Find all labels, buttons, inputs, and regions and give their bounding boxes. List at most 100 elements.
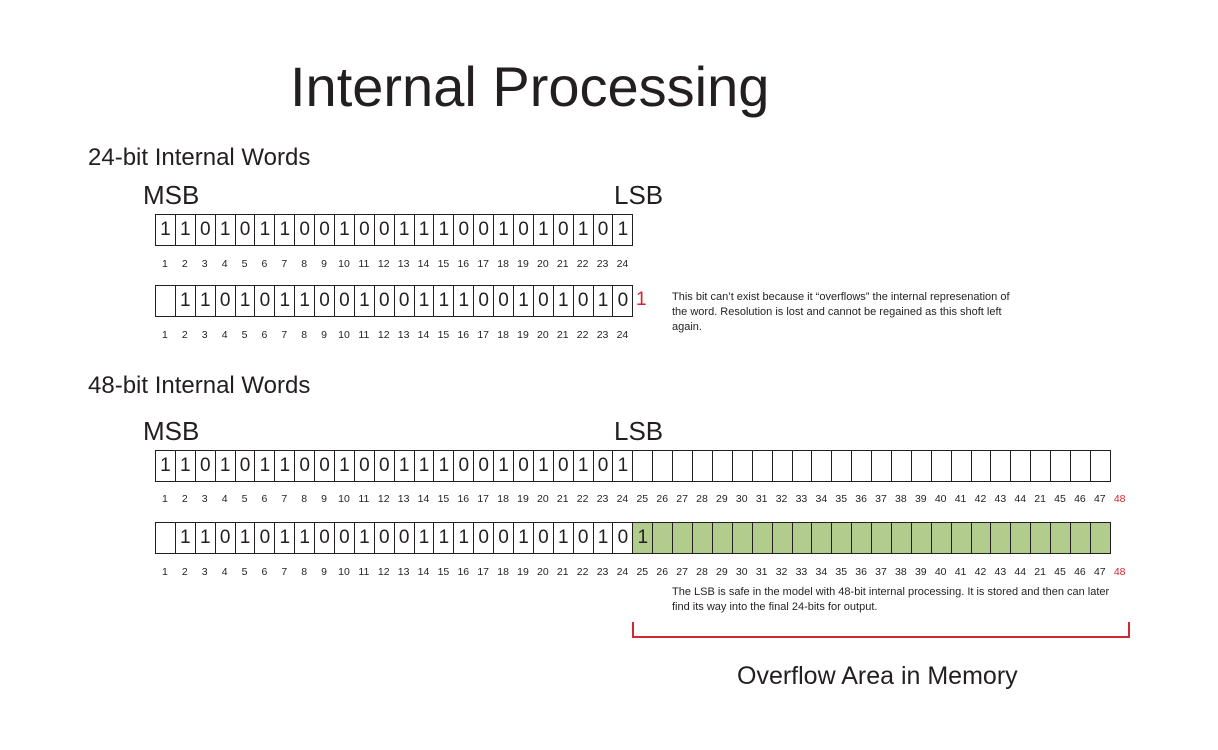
bit-cell: 0 — [314, 450, 336, 482]
bit-index-label: 4 — [221, 566, 228, 578]
bit-index-label: 3 — [201, 566, 208, 578]
bit-cell: 0 — [393, 285, 415, 317]
bit-cell — [990, 450, 1012, 482]
bit-cell: 1 — [612, 214, 634, 246]
bit-index-label: 30 — [735, 493, 748, 505]
bit-cell: 1 — [234, 522, 256, 554]
msb-label-24bit: MSB — [143, 180, 200, 210]
bit-index-label: 31 — [755, 493, 768, 505]
bit-index-label: 7 — [281, 493, 288, 505]
bit-index-label: 30 — [735, 566, 748, 578]
bit-index-label: 42 — [974, 566, 987, 578]
page-title: Internal Processing — [290, 55, 770, 118]
bit-index-label: 43 — [994, 566, 1007, 578]
bit-cell: 0 — [473, 285, 495, 317]
bit-cell — [672, 522, 694, 554]
bit-index-label: 20 — [537, 329, 549, 341]
msb-label-48bit: MSB — [143, 416, 200, 446]
bit-index-label: 46 — [1074, 566, 1086, 578]
bit-cell: 1 — [493, 214, 515, 246]
bit-cell: 1 — [294, 285, 316, 317]
bit-cell: 1 — [532, 214, 554, 246]
bit-cell — [751, 522, 773, 554]
bit-cell — [711, 450, 733, 482]
bit-index-label: 10 — [338, 493, 350, 505]
bit-index-label: 10 — [338, 258, 350, 270]
bit-index-label: 34 — [815, 566, 828, 578]
bit-cell: 0 — [373, 285, 395, 317]
bit-cell — [970, 450, 992, 482]
bit-cell: 1 — [433, 285, 455, 317]
bit-cell: 1 — [214, 450, 236, 482]
bit-index-label: 9 — [321, 566, 327, 578]
bit-index-label: 4 — [221, 493, 228, 505]
bit-cell: 0 — [254, 522, 276, 554]
bit-index-label: 1 — [162, 493, 168, 505]
overflow-note-24bit: This bit can’t exist because it “overflo… — [672, 291, 1010, 333]
bit-index-label: 13 — [397, 493, 410, 505]
bit-index-label: 35 — [835, 493, 848, 505]
bit-index-label: 48 — [1113, 566, 1126, 578]
bit-index-label: 1 — [162, 566, 168, 578]
bit-index-label: 42 — [974, 493, 987, 505]
bit-index-label: 25 — [636, 566, 649, 578]
bit-index-label: 22 — [576, 258, 589, 270]
bit-index-label: 14 — [417, 258, 430, 270]
bit-cell — [851, 522, 873, 554]
bit-index-label: 18 — [497, 258, 509, 270]
bit-cell — [1030, 450, 1052, 482]
bit-index-label: 18 — [497, 566, 509, 578]
bit-index-label: 2 — [181, 329, 188, 341]
bit-index-label: 24 — [616, 258, 629, 270]
bit-index-label: 16 — [457, 493, 470, 505]
bit-index-label: 11 — [358, 258, 370, 270]
bit-index-label: 46 — [1074, 493, 1086, 505]
bit-cell: 1 — [274, 450, 296, 482]
bit-index-label: 26 — [656, 493, 669, 505]
bit-cell: 1 — [433, 450, 455, 482]
bit-cell — [791, 450, 813, 482]
bit-cell: 0 — [572, 285, 594, 317]
bit-cell: 0 — [294, 214, 316, 246]
bit-cell — [970, 522, 992, 554]
bit-index-label: 44 — [1014, 566, 1027, 578]
bit-cell: 0 — [513, 450, 534, 482]
bit-index-label: 8 — [301, 566, 308, 578]
bit-index-label: 32 — [775, 566, 788, 578]
bit-index-label: 28 — [696, 566, 708, 578]
bit-index-label: 16 — [457, 329, 470, 341]
bit-index-label: 8 — [301, 493, 308, 505]
bit-index-label: 13 — [397, 258, 410, 270]
bit-cell: 1 — [493, 450, 515, 482]
bit-cell: 1 — [433, 214, 455, 246]
bit-index-label: 9 — [321, 493, 327, 505]
bit-index-label: 18 — [497, 329, 509, 341]
bit-cell: 1 — [334, 214, 355, 246]
bit-index-label: 19 — [517, 493, 529, 505]
bit-cell — [692, 522, 713, 554]
bit-index-label: 21 — [1034, 493, 1046, 505]
bit-cell: 1 — [453, 522, 475, 554]
bit-cell: 0 — [314, 522, 336, 554]
bit-index-label: 6 — [261, 566, 268, 578]
bit-index-label: 8 — [301, 258, 308, 270]
bit-cell: 0 — [592, 450, 614, 482]
bit-index-label: 27 — [676, 493, 688, 505]
bit-cell — [672, 450, 694, 482]
bit-index-label: 2 — [181, 493, 188, 505]
bit-cell — [910, 450, 932, 482]
bit-index-label: 21 — [556, 493, 569, 505]
bit-index-label: 40 — [934, 493, 947, 505]
bit-index-label: 41 — [954, 566, 967, 578]
bit-index-label: 4 — [221, 258, 228, 270]
bit-cell — [791, 522, 813, 554]
bit-cell — [1010, 450, 1032, 482]
bit-cell: 1 — [155, 214, 176, 246]
bit-cell: 1 — [413, 450, 435, 482]
bit-index-label: 12 — [377, 566, 390, 578]
bit-cell: 1 — [174, 285, 196, 317]
bit-index-label: 17 — [477, 493, 490, 505]
bit-index-label: 11 — [358, 329, 370, 341]
bit-cell: 1 — [334, 450, 355, 482]
